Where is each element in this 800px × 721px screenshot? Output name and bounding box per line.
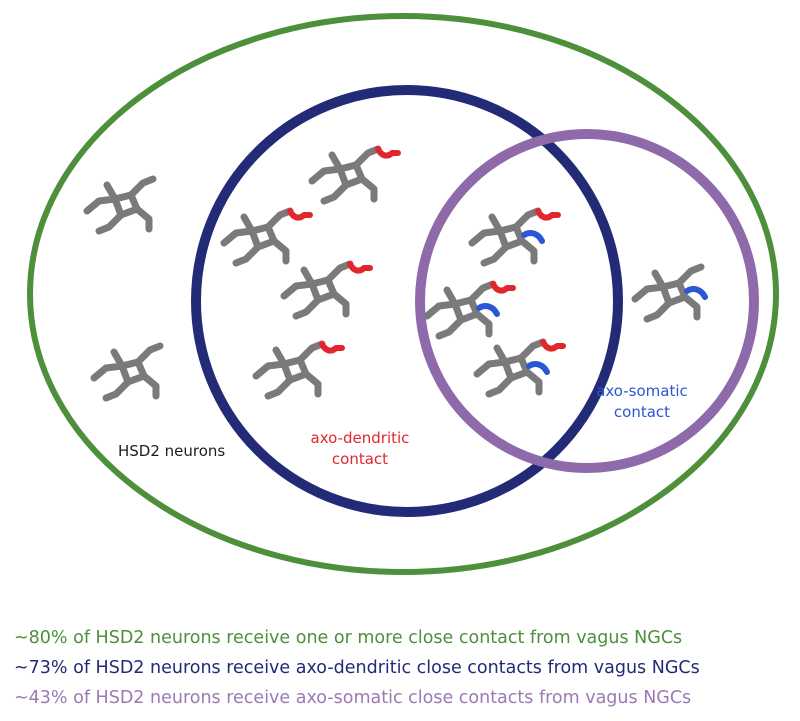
neuron bbox=[83, 175, 157, 235]
neuron-dendrites bbox=[468, 207, 542, 267]
neuron bbox=[280, 260, 373, 320]
caption-purple: ~43% of HSD2 neurons receive axo-somatic… bbox=[14, 688, 692, 708]
axo-dendritic-contact bbox=[490, 281, 516, 294]
axo-dendritic-contact bbox=[540, 339, 566, 352]
neuron bbox=[468, 207, 561, 267]
axo-dendritic-label: axo-dendritic contact bbox=[300, 428, 420, 470]
neuron-dendrites bbox=[308, 145, 382, 205]
axo-somatic-contact bbox=[526, 361, 550, 375]
neuron-dendrites bbox=[423, 280, 497, 340]
venn-diagram bbox=[27, 13, 779, 575]
axo-dendritic-label-line1: axo-dendritic bbox=[310, 429, 410, 447]
neuron-dendrites bbox=[220, 207, 294, 267]
axo-somatic-contact bbox=[476, 303, 500, 317]
neuron bbox=[423, 280, 516, 340]
neuron bbox=[90, 342, 164, 402]
axo-somatic-contact bbox=[684, 286, 708, 300]
axo-somatic-label: axo-somatic contact bbox=[592, 381, 692, 423]
neuron-dendrites bbox=[252, 340, 326, 400]
neuron bbox=[252, 340, 345, 400]
axo-dendritic-contact bbox=[347, 261, 373, 274]
neuron-dendrites bbox=[473, 338, 547, 398]
outer-ellipse-hsd2 bbox=[27, 13, 779, 575]
neuron bbox=[631, 263, 708, 323]
neuron-dendrites bbox=[280, 260, 354, 320]
axo-somatic-contact bbox=[521, 230, 545, 244]
navy-circle-axo-dendritic bbox=[191, 85, 623, 517]
purple-circle-axo-somatic bbox=[415, 129, 759, 473]
neuron-group bbox=[83, 145, 708, 402]
axo-dendritic-contact bbox=[375, 146, 401, 159]
neuron-dendrites bbox=[631, 263, 705, 323]
axo-somatic-label-line2: contact bbox=[613, 403, 671, 421]
hsd2-neurons-label: HSD2 neurons bbox=[118, 442, 226, 460]
neuron-dendrites bbox=[90, 342, 164, 402]
neuron bbox=[308, 145, 401, 205]
neuron bbox=[473, 338, 566, 398]
caption-navy: ~73% of HSD2 neurons receive axo-dendrit… bbox=[14, 658, 700, 678]
caption-green: ~80% of HSD2 neurons receive one or more… bbox=[14, 628, 683, 648]
axo-dendritic-contact bbox=[319, 341, 345, 354]
axo-somatic-label-line1: axo-somatic bbox=[596, 382, 688, 400]
axo-dendritic-label-line2: contact bbox=[331, 450, 389, 468]
axo-dendritic-contact bbox=[287, 208, 313, 221]
axo-dendritic-contact bbox=[535, 208, 561, 221]
neuron-dendrites bbox=[83, 175, 157, 235]
neuron bbox=[220, 207, 313, 267]
